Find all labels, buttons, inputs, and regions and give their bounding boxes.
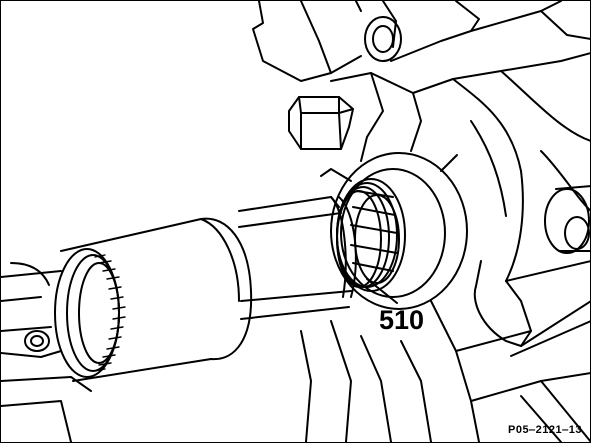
seal-seat-boss bbox=[320, 152, 468, 310]
figure-id: P05‒2121‒13 bbox=[507, 424, 582, 436]
knurling bbox=[94, 254, 126, 372]
callout-label-510: 510 bbox=[379, 305, 425, 335]
engine-block-housing bbox=[252, 1, 590, 442]
seal-rings bbox=[336, 178, 406, 292]
socket-sleeve bbox=[54, 217, 253, 382]
leader-line bbox=[366, 278, 398, 304]
extension-bar bbox=[238, 196, 357, 320]
ratchet-handle bbox=[1, 262, 92, 442]
square-block bbox=[288, 96, 354, 150]
